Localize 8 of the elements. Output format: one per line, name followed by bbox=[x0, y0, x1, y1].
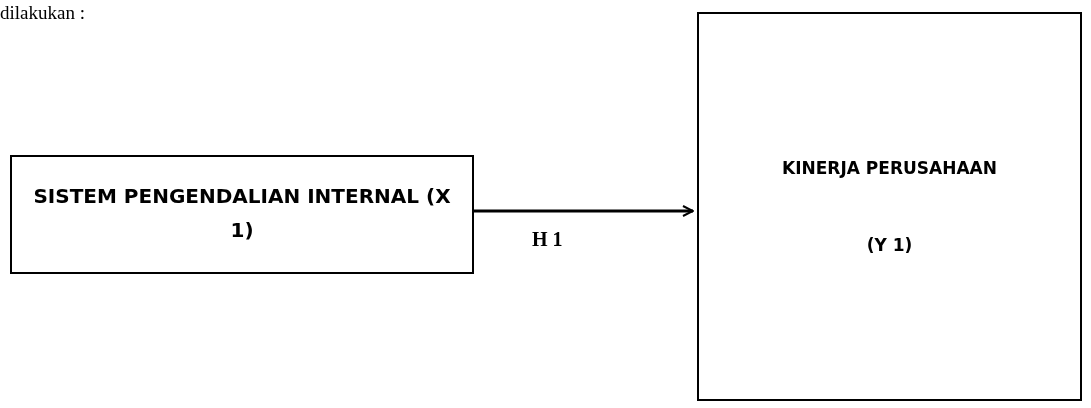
note-text: dilakukan : bbox=[0, 2, 85, 24]
process-box bbox=[697, 12, 1082, 401]
box-text: (Y 1) bbox=[865, 234, 914, 257]
box-text: KINERJA PERUSAHAAN bbox=[781, 157, 998, 180]
process-box bbox=[10, 155, 474, 274]
box-text: SISTEM PENGENDALIAN INTERNAL (X 1) bbox=[32, 183, 452, 244]
edge-label: H 1 bbox=[532, 228, 563, 251]
arrow bbox=[474, 205, 694, 217]
